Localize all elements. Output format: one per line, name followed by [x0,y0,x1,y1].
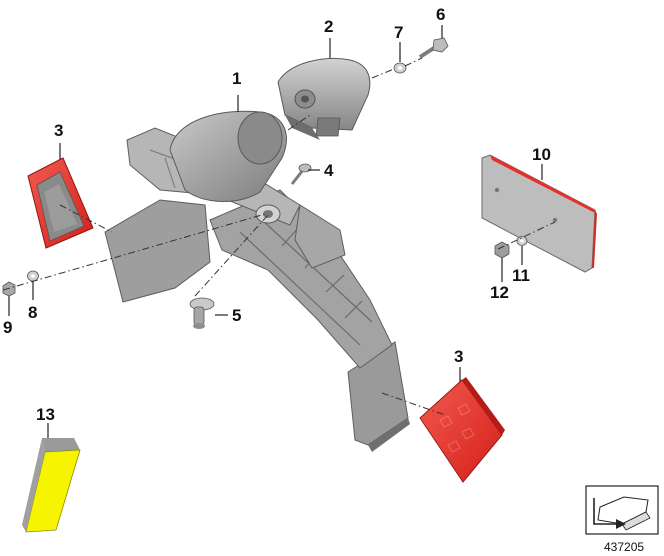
callout-9: 9 [3,318,12,337]
assembly-lines [2,57,556,416]
reflector-right [419,377,505,483]
callout-5: 5 [232,306,241,325]
washer-11 [516,236,528,246]
callout-1: 1 [232,69,241,88]
callout-3-right: 3 [454,347,463,366]
callout-6: 6 [436,5,445,24]
callout-12: 12 [490,283,509,302]
callout-11: 11 [512,266,530,285]
reflector-left [27,157,94,249]
callout-4: 4 [324,161,334,180]
lamp-cover [277,57,371,140]
callout-13: 13 [36,405,55,424]
bolt-6 [418,37,449,59]
nut-9 [2,281,16,297]
callout-7: 7 [394,23,403,42]
nut-12 [494,241,510,259]
callout-10: 10 [532,145,551,164]
direction-symbol [585,485,659,535]
license-plate-holder [104,110,410,452]
screw-4 [290,163,312,185]
washer-8 [27,270,39,282]
arrow-direction-icon [593,496,651,531]
sticker-13 [22,438,81,533]
reflector-strip-10 [481,154,597,273]
leader-lines [8,25,543,438]
washer-7 [393,62,407,74]
holder-left-wing [104,199,211,303]
rivet-5 [189,297,215,329]
holder-right-wing [294,204,346,269]
callouts: 1 2 3 3 4 5 6 7 8 9 10 11 12 13 [3,5,551,424]
callout-2: 2 [324,17,333,36]
document-number: 437205 [604,540,644,554]
callout-8: 8 [28,303,37,322]
callout-3-left: 3 [54,121,63,140]
